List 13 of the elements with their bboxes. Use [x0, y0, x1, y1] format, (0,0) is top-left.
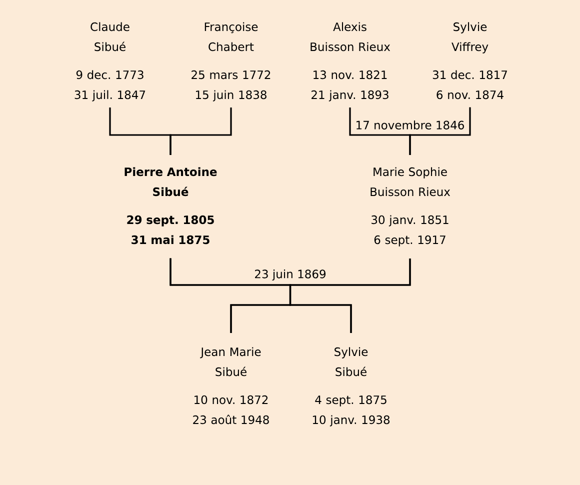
edge-label: 17 novembre 1846 [354, 120, 466, 130]
person-text: Sylvie Viffrey 31 dec. 1817 6 nov. 1874 [432, 22, 507, 100]
person-text: Claude Sibué 9 dec. 1773 31 juil. 1847 [74, 22, 146, 102]
person-text: Sylvie Sibué 4 sept. 1875 10 janv. 1938 [312, 347, 390, 426]
person-text: Jean Marie Sibué 10 nov. 1872 23 août 1948 [193, 347, 269, 424]
person-text: Françoise Chabert 25 mars 1772 15 juin 1838 [192, 22, 270, 102]
connector-line [409, 107, 471, 155]
connector-line [170, 108, 232, 155]
connector-line [289, 258, 411, 333]
person-text: Pierre Antoine Sibué 29 sept. 1805 31 mai 1875 [124, 167, 217, 244]
person-text: Marie Sophie Buisson Rieux 30 janv. 1851 6 sept. 1917 [370, 167, 450, 246]
edge-label: 23 juin 1869 [253, 268, 328, 282]
person-text: Alexis Buisson Rieux 13 nov. 1821 21 janv. 1893 [310, 22, 390, 102]
